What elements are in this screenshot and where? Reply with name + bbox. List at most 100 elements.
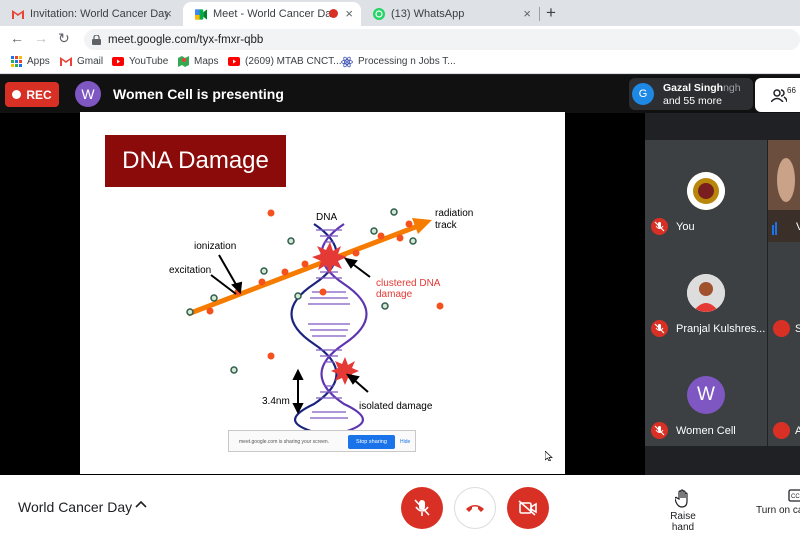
people-count: 66 [787,86,796,95]
apps-grid-icon [10,56,22,67]
react-icon [341,56,353,67]
participant-tiles: You Pranjal Kulshres... W Women Cell V S [645,140,800,446]
forward-icon[interactable]: → [34,30,48,46]
url-text: meet.google.com/tyx-fmxr-qbb [108,33,264,46]
hand-icon [675,489,688,508]
bookmark-apps[interactable]: Apps [10,56,50,67]
raise-hand-button[interactable]: Raise hand [658,489,708,533]
reload-icon[interactable]: ↻ [58,30,70,46]
youtube-icon [228,56,240,67]
clustered-label-1: clustered DNA [376,278,441,289]
captions-icon: CC [788,489,800,502]
tab-divider [539,7,540,21]
avatar [687,172,725,210]
mic-off-icon [773,320,790,337]
radiation-arrowhead [412,218,432,234]
maps-icon [177,56,189,67]
tab-gmail[interactable]: Invitation: World Cancer Day @ T × [0,2,180,26]
chevron-up-icon[interactable] [135,499,147,509]
tile-name: Women Cell [676,425,736,437]
audio-level-icon [772,221,778,235]
mic-off-icon [651,218,668,235]
tile-pranjal[interactable]: Pranjal Kulshres... [645,242,767,344]
tile-video-partial[interactable]: V [768,140,800,242]
close-icon[interactable]: × [523,6,531,21]
bookmark-processing[interactable]: Processing n Jobs T... [341,56,456,67]
camera-off-icon [518,500,537,516]
captions-button[interactable]: CC Turn on ca [756,489,800,516]
tab-label: Meet - World Cancer Day [213,8,331,20]
slide-title: DNA Damage [105,135,286,187]
tile-name: A [795,425,800,437]
size-label: 3.4nm [262,396,290,407]
whatsapp-icon [373,8,385,20]
bookmark-mtab[interactable]: (2609) MTAB CNCT... [228,56,342,67]
bookmark-label: Apps [27,56,50,67]
tile-you[interactable]: You [645,140,767,242]
bookmark-maps[interactable]: Maps [177,56,218,67]
participants-chip[interactable]: G Gazal Singhngh and 55 more [629,78,753,110]
new-tab-icon[interactable]: + [546,3,556,22]
ionization-label: ionization [194,241,236,252]
excitation-label: excitation [169,265,211,276]
raise-hand-label: Raise hand [670,511,696,533]
close-icon[interactable]: × [345,6,353,21]
bookmark-label: Gmail [77,56,104,67]
svg-text:CC: CC [791,494,800,500]
mic-off-icon [651,320,668,337]
isolated-damage-label: isolated damage [359,401,433,412]
bookmark-gmail[interactable]: Gmail [60,56,103,67]
meet-header: REC W Women Cell is presenting G Gazal S… [0,75,800,113]
mic-toggle-button[interactable] [401,487,443,529]
stop-sharing-button[interactable]: Stop sharing [348,435,395,449]
leave-call-button[interactable] [454,487,496,529]
close-icon[interactable]: × [164,6,172,21]
youtube-icon [112,56,124,67]
tile-name: S [795,323,800,335]
bookmark-youtube[interactable]: YouTube [112,56,168,67]
camera-toggle-button[interactable] [507,487,549,529]
dna-label: DNA [316,212,337,223]
bookmark-label: Processing n Jobs T... [358,56,456,67]
tile-name: V [796,221,800,233]
rec-label: REC [26,87,52,102]
people-button[interactable]: 66 [755,78,800,112]
participant-name: Gazal Singhngh [663,82,741,94]
presenting-text: Women Cell is presenting [113,86,284,102]
annotation-arrows [210,254,371,415]
presenter-avatar: W [75,81,101,107]
gmail-icon [60,56,72,67]
radiation-label: radiation [435,208,473,219]
captions-label: Turn on ca [756,505,800,516]
address-bar[interactable]: meet.google.com/tyx-fmxr-qbb [84,29,800,50]
radiation-track [187,223,419,317]
mouse-cursor-icon [545,451,553,461]
tile-women-cell[interactable]: W Women Cell [645,344,767,446]
end-call-icon [466,505,484,512]
tile-partial-s[interactable]: S [768,242,800,344]
tab-strip: Invitation: World Cancer Day @ T × Meet … [0,0,800,26]
dna-damage-diagram: DNA radiation track ionization excitatio… [169,208,473,434]
bookmark-label: YouTube [129,56,169,67]
tab-label: (13) WhatsApp [391,8,465,20]
meeting-title: World Cancer Day [18,499,133,515]
participant-more: and 55 more [663,95,722,107]
tile-name: Pranjal Kulshres... [676,323,766,335]
tile-partial-a[interactable]: A [768,344,800,446]
people-icon [771,89,787,102]
bookmarks-bar: Apps Gmail YouTube Maps (2609) MTAB CNCT… [0,52,800,74]
share-message: meet.google.com is sharing your screen. [239,439,330,445]
lock-icon [92,33,101,45]
tab-meet[interactable]: Meet - World Cancer Day × [183,2,361,26]
back-icon[interactable]: ← [10,30,24,46]
bookmark-label: (2609) MTAB CNCT... [245,56,342,67]
recording-badge[interactable]: REC [5,82,59,107]
hide-share-bar-link[interactable]: Hide [400,439,411,445]
participant-avatar: G [632,83,654,105]
mic-off-icon [773,422,790,439]
tab-whatsapp[interactable]: (13) WhatsApp × [361,2,539,26]
bookmark-label: Maps [194,56,219,67]
avatar [687,274,725,312]
mic-off-icon [414,499,430,516]
